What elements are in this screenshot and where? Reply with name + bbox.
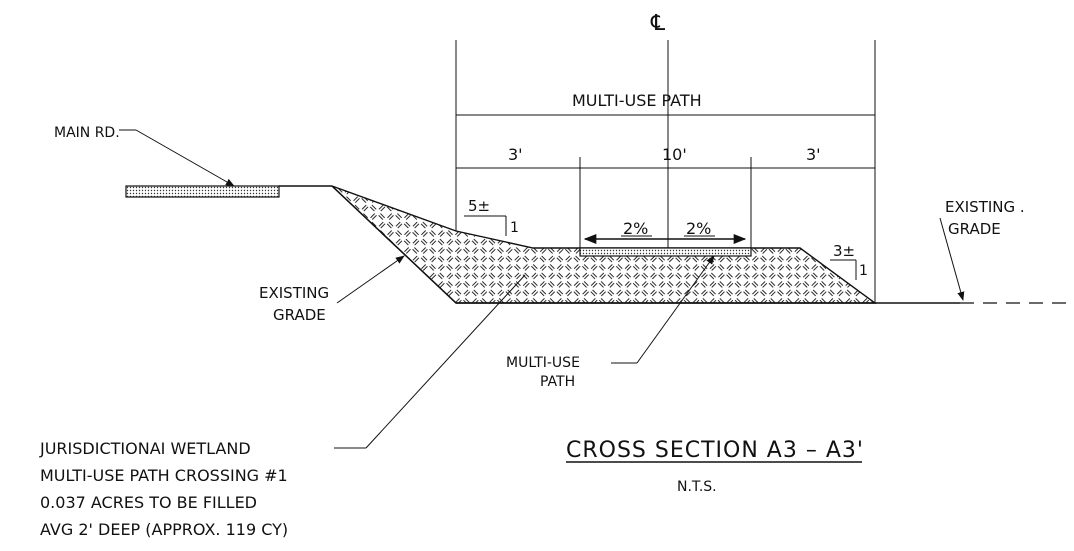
existing-grade-right-label-2: GRADE [948, 220, 1001, 238]
path-callout-leader [636, 255, 715, 364]
wetland-note-line-3: 0.037 ACRES TO BE FILLED [40, 493, 257, 512]
wetland-note-line-1: JURISDICTIONAI WETLAND [39, 439, 251, 458]
path-callout-label-1: MULTI-USE [506, 355, 580, 371]
existing-grade-right-leader [939, 217, 965, 301]
existing-grade-left-leader [336, 255, 405, 304]
existing-grade-slope [331, 185, 457, 304]
wetland-leader [365, 274, 526, 449]
cross-slope-left-label: 2% [623, 219, 648, 238]
section-title: CROSS SECTION A3 – A3' [566, 438, 864, 463]
main-road-leader-arrow [135, 129, 235, 187]
wetland-note-line-4: AVG 2' DEEP (APPROX. 119 CY) [40, 520, 288, 539]
fill-embankment [331, 185, 878, 304]
right-shoulder-dimension: 3' [806, 145, 821, 164]
path-callout-label-2: PATH [540, 374, 575, 390]
left-shoulder-dimension: 3' [508, 145, 523, 164]
left-slope-rise: 1 [510, 220, 519, 236]
scale-note: N.T.S. [677, 479, 717, 495]
cross-slope-right-label: 2% [686, 219, 711, 238]
right-slope-rise: 1 [859, 263, 868, 279]
right-slope-label: 3± [833, 242, 855, 260]
wetland-note-line-2: MULTI-USE PATH CROSSING #1 [40, 466, 288, 485]
centerline-symbol: ℄ [650, 11, 666, 36]
existing-grade-left-label-2: GRADE [273, 306, 326, 324]
existing-grade-left-label-1: EXISTING [259, 284, 329, 302]
path-slab [579, 247, 752, 257]
overall-dimension-label: MULTI-USE PATH [572, 91, 702, 110]
main-road-label: MAIN RD. [54, 125, 120, 141]
left-slope-label: 5± [468, 197, 490, 215]
path-width-dimension: 10' [662, 145, 687, 164]
existing-grade-right-label-1: EXISTING . [945, 198, 1025, 216]
main-road-slab [125, 185, 280, 198]
